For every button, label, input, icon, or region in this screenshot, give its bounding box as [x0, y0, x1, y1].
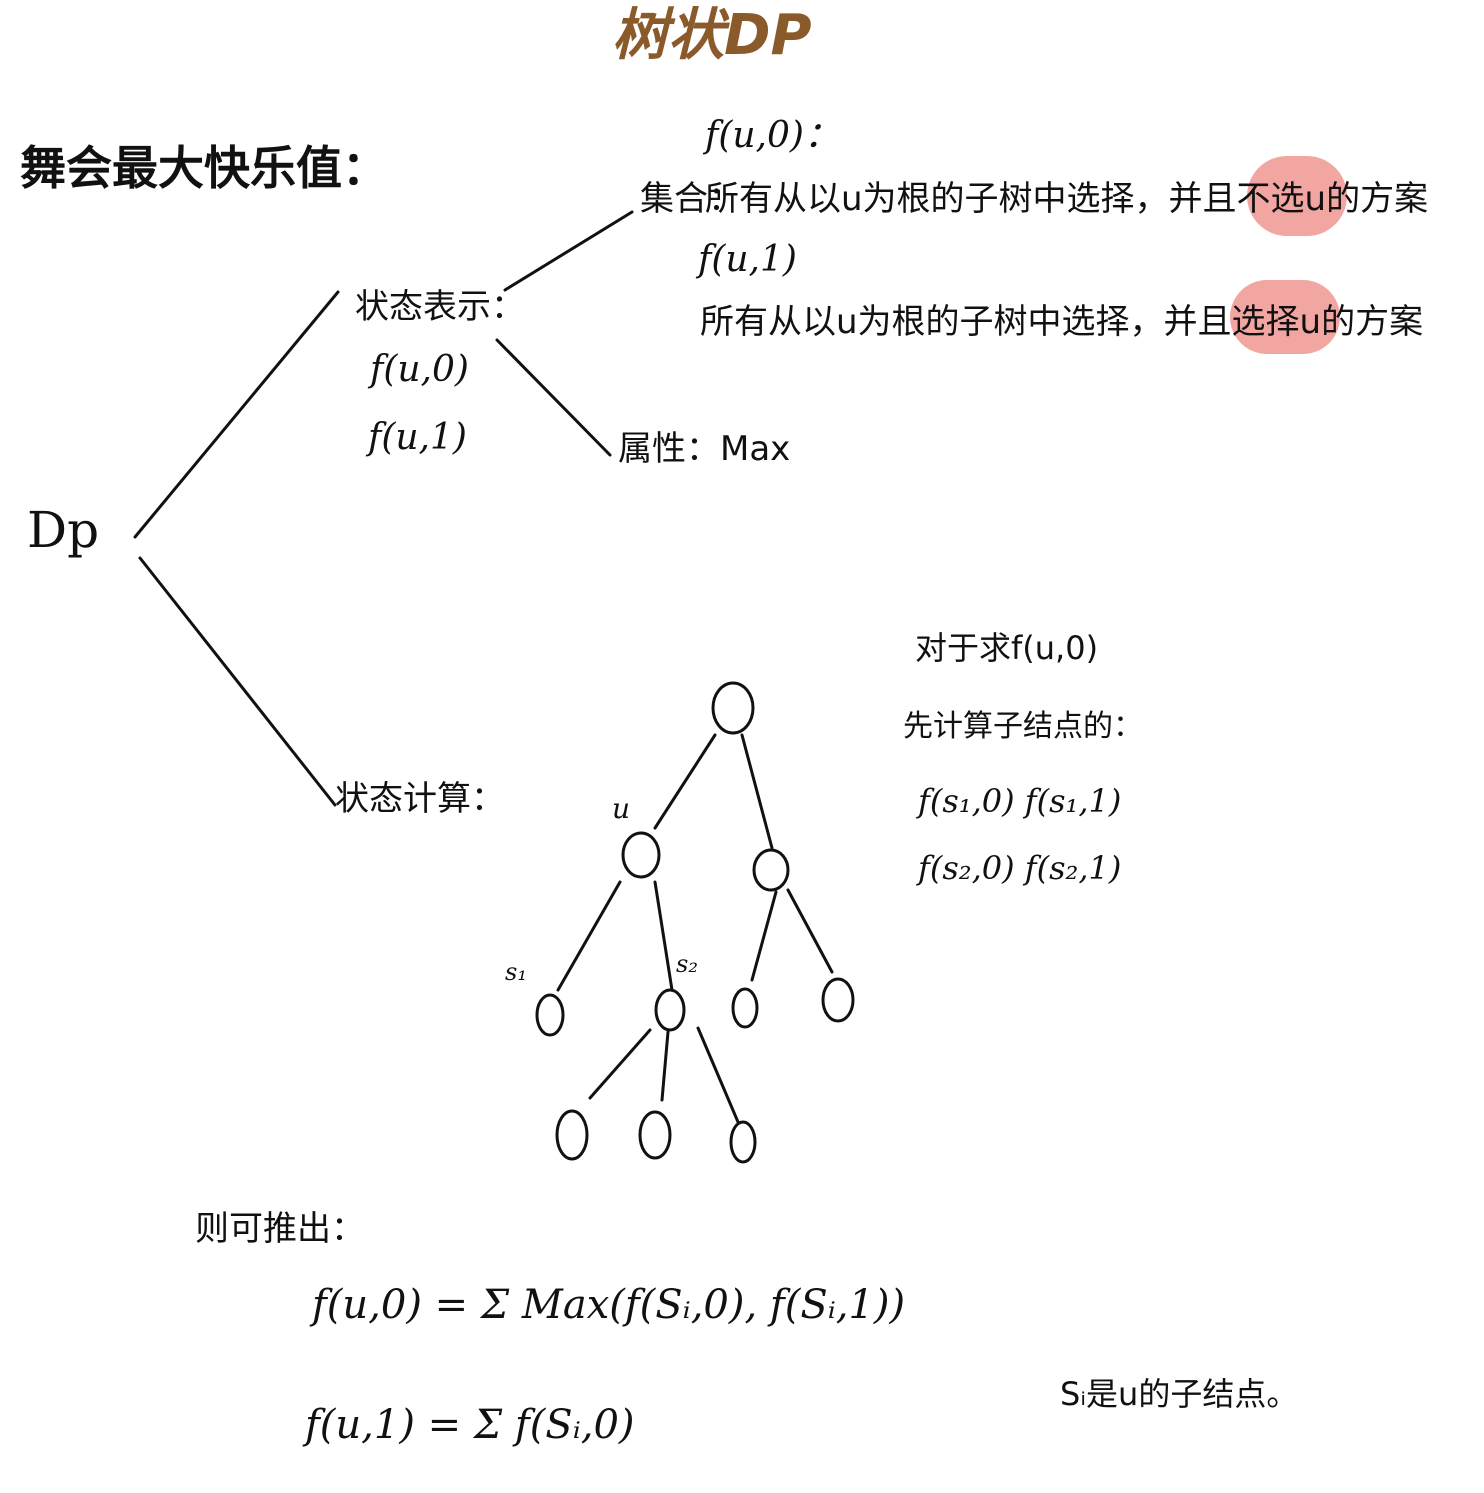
set-f1-label: f(u,1): [698, 239, 797, 280]
branch-line-dp-state-calc: [138, 556, 337, 807]
state-var-f-u-0: f(u,0): [370, 349, 469, 390]
state-repr-label: 状态表示：: [355, 287, 525, 327]
tree-edge: [750, 890, 778, 982]
branch-line-repr-set: [503, 210, 634, 292]
tree-edge: [588, 1028, 652, 1100]
tree-edge: [786, 888, 834, 974]
formula-f-u-0: f(u,0) = Σ Max(f(Sᵢ,0), f(Sᵢ,1)): [312, 1282, 906, 1328]
tree-edges: [556, 733, 834, 1124]
note-line-4: f(s₂,0) f(s₂,1): [918, 849, 1122, 887]
set-f0-description: 所有从以u为根的子树中选择，并且不选u的方案: [705, 179, 1429, 219]
tree-node: [752, 848, 790, 892]
set-prefix: 集合：: [640, 179, 742, 219]
tree-nodes: [535, 681, 855, 1164]
tree-node: [555, 1109, 589, 1161]
branch-line-dp-state-repr: [133, 290, 340, 539]
tree-node-s1: [535, 993, 565, 1037]
footnote: Sᵢ是u的子结点。: [1060, 1375, 1299, 1413]
tree-edge: [696, 1026, 740, 1124]
note-line-1: 对于求f(u,0): [915, 629, 1099, 667]
tree-node: [729, 1120, 757, 1164]
tree-edge: [653, 733, 717, 830]
tree-node: [731, 987, 759, 1029]
formula-f-u-1: f(u,1) = Σ f(Sᵢ,0): [305, 1402, 635, 1448]
note-line-3: f(s₁,0) f(s₁,1): [918, 782, 1122, 820]
dp-root-label: Dp: [27, 501, 100, 559]
problem-heading: 舞会最大快乐值：: [20, 141, 388, 195]
tree-label-u: u: [612, 792, 631, 825]
attribute-label: 属性：Max: [618, 429, 791, 469]
note-line-2: 先计算子结点的：: [903, 709, 1143, 744]
tree-node: [638, 1110, 672, 1160]
state-var-f-u-1: f(u,1): [368, 417, 467, 458]
tree-label-s1: s₁: [505, 958, 527, 986]
tree-node-s2: [654, 988, 686, 1032]
tree-node-root: [711, 681, 755, 735]
tree-node: [821, 977, 855, 1023]
highlight-select: [1230, 280, 1340, 354]
derive-label: 则可推出：: [195, 1209, 365, 1249]
tree-edge: [740, 733, 774, 850]
tree-edge: [660, 1030, 670, 1102]
tree-edge: [653, 880, 674, 992]
tree-node-u: [621, 831, 661, 879]
page-title: 树状DP: [612, 3, 812, 68]
set-f1-description: 所有从以u为根的子树中选择，并且选择u的方案: [700, 302, 1424, 342]
branch-line-repr-attribute: [495, 338, 612, 457]
tree-label-s2: s₂: [676, 950, 698, 978]
state-calc-label: 状态计算：: [335, 779, 505, 819]
highlight-not-select: [1247, 156, 1347, 236]
tree-edge: [556, 880, 622, 992]
set-f0-label: f(u,0)：: [705, 115, 840, 156]
